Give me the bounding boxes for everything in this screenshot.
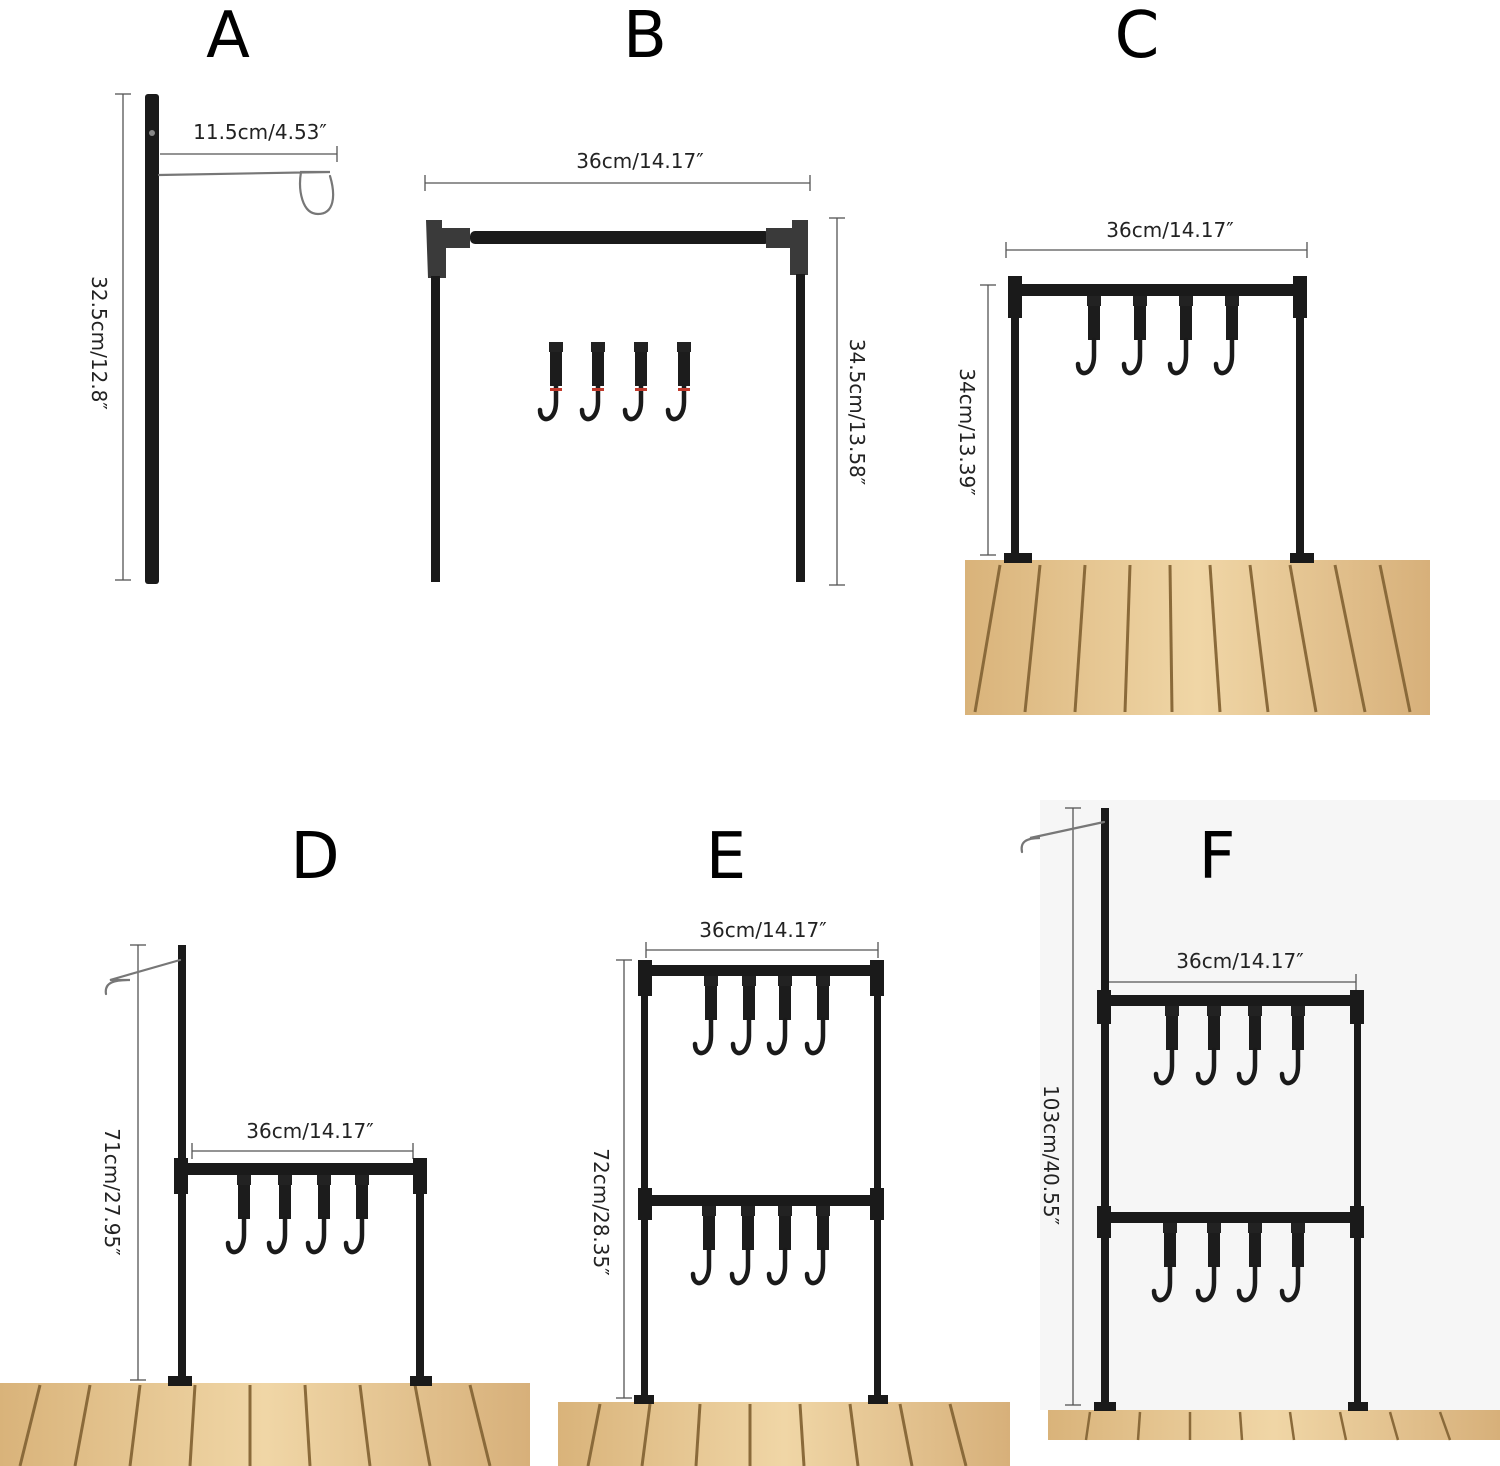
panel-c-width-label: 36cm/14.17″	[1106, 218, 1233, 242]
panel-f-width-label: 36cm/14.17″	[1176, 949, 1303, 973]
panel-d: D 71cm/27.95″ 36cm/14.17″	[0, 820, 530, 1466]
panel-f-height-label: 103cm/40.55″	[1039, 1085, 1063, 1225]
panel-c-height-label: 34cm/13.39″	[955, 368, 979, 495]
panel-a-height-label: 32.5cm/12.8″	[87, 276, 111, 410]
panel-c-width-dimension: 36cm/14.17″	[1005, 218, 1308, 258]
panel-e-height-label: 72cm/28.35″	[589, 1148, 613, 1275]
panel-b-height-label: 34.5cm/13.58″	[845, 339, 869, 485]
panel-e-letter: E	[706, 820, 746, 894]
panel-a-width-dimension: 11.5cm/4.53″	[160, 120, 338, 162]
rack-frame	[1004, 276, 1314, 563]
hook-set	[540, 342, 691, 419]
panel-f-width-dimension: 36cm/14.17″	[1107, 949, 1357, 990]
wooden-table	[0, 1383, 530, 1466]
panel-d-height-label: 71cm/27.95″	[100, 1128, 124, 1255]
rack-frame	[104, 945, 432, 1386]
panel-a-width-label: 11.5cm/4.53″	[193, 120, 327, 144]
panel-d-width-dimension: 36cm/14.17″	[191, 1119, 414, 1159]
hook-set-lower	[693, 1206, 830, 1283]
panel-b: B 36cm/14.17″ 34.5cm/13.58″	[424, 0, 869, 586]
panel-d-letter: D	[290, 820, 339, 894]
panel-e-width-dimension: 36cm/14.17″	[645, 918, 879, 958]
panel-e-height-dimension: 72cm/28.35″	[589, 959, 632, 1399]
hook-set-upper	[695, 976, 830, 1053]
panel-b-width-dimension: 36cm/14.17″	[424, 149, 811, 191]
panel-a-height-dimension: 32.5cm/12.8″	[87, 93, 131, 581]
lantern-pole	[145, 94, 159, 584]
panel-b-height-dimension: 34.5cm/13.58″	[829, 217, 869, 586]
panel-c-height-dimension: 34cm/13.39″	[955, 284, 996, 556]
rack-frame	[426, 220, 808, 582]
panel-d-width-label: 36cm/14.17″	[246, 1119, 373, 1143]
panel-a: A 32.5cm/12.8″ 11.5cm/4.53″	[87, 0, 338, 584]
panel-f-height-dimension: 103cm/40.55″	[1039, 807, 1081, 1406]
panel-c: C 36cm/14.17″ 34cm/13.39″	[955, 0, 1430, 715]
hook-set	[228, 1175, 369, 1252]
rack-frame	[1020, 808, 1368, 1411]
wooden-table	[965, 560, 1430, 715]
rack-frame	[634, 960, 888, 1404]
panel-c-letter: C	[1115, 0, 1160, 73]
panel-e-width-label: 36cm/14.17″	[699, 918, 826, 942]
panel-b-letter: B	[623, 0, 667, 73]
panel-e: E 36cm/14.17″ 72cm/28.35″	[558, 820, 1010, 1466]
panel-f: F 103cm/40.55″ 36cm/14.17″	[1020, 800, 1500, 1441]
panel-d-height-dimension: 71cm/27.95″	[100, 944, 146, 1381]
panel-a-letter: A	[206, 0, 250, 73]
panel-b-width-label: 36cm/14.17″	[576, 149, 703, 173]
wooden-table	[1048, 1410, 1500, 1441]
hook-set	[1078, 296, 1239, 373]
wooden-table	[558, 1402, 1010, 1466]
lantern-arm-hook	[157, 170, 335, 216]
panel-f-letter: F	[1199, 820, 1236, 894]
